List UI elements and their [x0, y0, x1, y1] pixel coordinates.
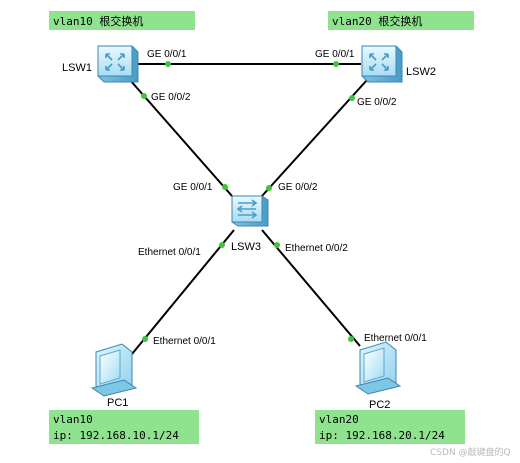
- port-dots: [141, 61, 355, 342]
- port-dot: [349, 95, 355, 101]
- port-label-pc2-e1: Ethernet 0/0/1: [364, 333, 427, 344]
- port-dot: [274, 242, 280, 248]
- port-dot: [348, 336, 354, 342]
- link-lsw3-pc1: [131, 229, 235, 355]
- note-pc2-vlan: vlan20: [319, 413, 359, 426]
- note-lsw2-root-text: vlan20 根交换机: [332, 14, 422, 28]
- monitor-icon: [99, 349, 121, 385]
- switch-lsw3[interactable]: [231, 195, 269, 227]
- switch-lsw1[interactable]: [97, 45, 139, 83]
- port-label-lsw3-g1: GE 0/0/1: [173, 182, 213, 193]
- device-label-lsw3: LSW3: [231, 241, 261, 253]
- port-dot: [222, 184, 228, 190]
- switch-lsw2[interactable]: [361, 45, 403, 83]
- port-label-lsw2-g2: GE 0/0/2: [357, 97, 397, 108]
- note-pc2-ip: ip: 192.168.20.1/24: [319, 429, 445, 442]
- switch-arrows-icon: [369, 53, 389, 71]
- note-pc1-ip: ip: 192.168.10.1/24: [53, 429, 179, 442]
- switch-arrows-icon: [105, 53, 125, 71]
- pc-pc1[interactable]: [90, 343, 138, 397]
- device-label-lsw1: LSW1: [62, 62, 92, 74]
- note-pc1-vlan: vlan10: [53, 413, 93, 426]
- switch-arrows-icon: [236, 199, 258, 219]
- port-dot: [219, 242, 225, 248]
- note-lsw2-root: vlan20 根交换机: [328, 11, 474, 30]
- note-lsw1-root-text: vlan10 根交换机: [53, 14, 143, 28]
- device-label-lsw2: LSW2: [406, 66, 436, 78]
- port-label-lsw3-e1: Ethernet 0/0/1: [138, 247, 201, 258]
- watermark: CSDN @敲键盘的Q: [430, 446, 511, 458]
- link-lsw1-lsw3: [129, 79, 233, 197]
- note-lsw1-root: vlan10 根交换机: [49, 11, 195, 30]
- note-pc2: vlan20 ip: 192.168.20.1/24: [315, 410, 465, 444]
- link-lsw3-pc2: [261, 229, 361, 347]
- device-label-pc2: PC2: [369, 399, 390, 411]
- port-dot: [165, 61, 171, 67]
- port-label-lsw1-g1: GE 0/0/1: [147, 49, 187, 60]
- port-label-lsw2-g1: GE 0/0/1: [315, 49, 355, 60]
- port-label-lsw1-g2: GE 0/0/2: [151, 92, 191, 103]
- note-pc1: vlan10 ip: 192.168.10.1/24: [49, 410, 199, 444]
- pc-pc2[interactable]: [354, 341, 402, 395]
- port-label-lsw3-g2: GE 0/0/2: [278, 182, 318, 193]
- port-dot: [142, 336, 148, 342]
- port-label-pc1-e1: Ethernet 0/0/1: [153, 336, 216, 347]
- monitor-icon: [363, 347, 385, 383]
- links: [129, 63, 368, 355]
- device-label-pc1: PC1: [107, 397, 128, 409]
- port-label-lsw3-e2: Ethernet 0/0/2: [285, 243, 348, 254]
- port-dot: [333, 61, 339, 67]
- port-dot: [141, 93, 147, 99]
- port-dot: [266, 185, 272, 191]
